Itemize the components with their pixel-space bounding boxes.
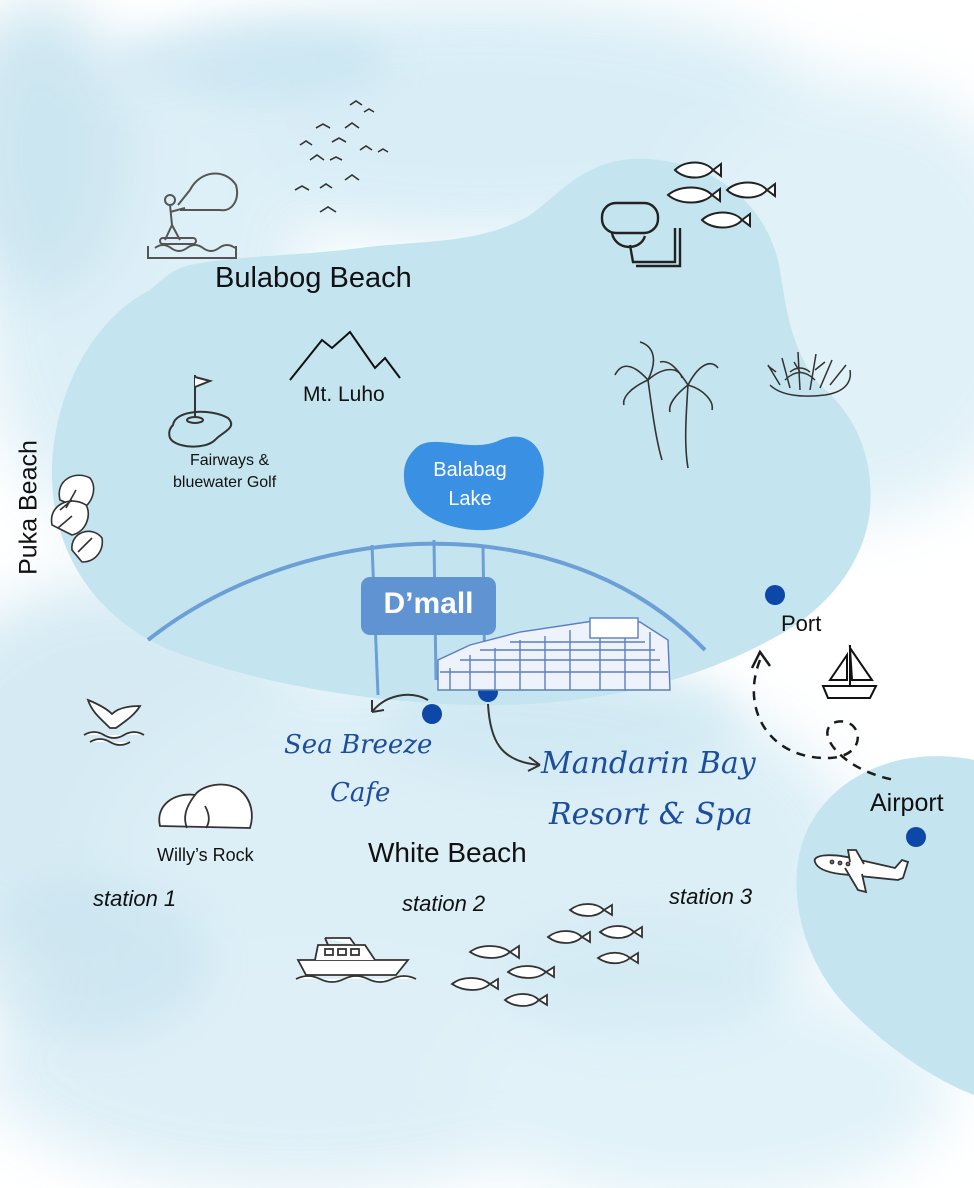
white-beach-label[interactable]: White Beach: [368, 837, 527, 868]
airport-landmass: [796, 756, 974, 1095]
whale-tail-icon: [83, 698, 145, 746]
curved-arrow-icon: [487, 703, 541, 772]
mt-luho-label[interactable]: Mt. Luho: [303, 383, 385, 406]
station-3-label[interactable]: station 3: [669, 884, 753, 909]
location-pin-icon[interactable]: [765, 585, 785, 605]
birds-icon: [294, 100, 389, 213]
balabag-lake-label-line2[interactable]: Lake: [448, 488, 492, 510]
golf-label-line1[interactable]: Fairways &: [190, 452, 270, 469]
kiteboarding-icon: [147, 172, 238, 259]
willys-rock-label[interactable]: Willy’s Rock: [157, 845, 254, 865]
palm-trees-icon: [614, 341, 719, 469]
balabag-lake: [403, 436, 544, 531]
curved-arrow-icon: [371, 693, 429, 713]
seashells-icon: [50, 474, 104, 563]
mountain-icon: [289, 330, 401, 381]
station-2-label[interactable]: station 2: [402, 891, 486, 916]
airplane-icon: [813, 849, 910, 894]
sea-breeze-cafe-label-line1[interactable]: Sea Breeze: [284, 730, 433, 760]
coral-icon: [767, 351, 852, 397]
fish-icon: [450, 903, 643, 1007]
location-pin-icon[interactable]: [422, 704, 442, 724]
dmall-label[interactable]: D’mall: [383, 587, 474, 620]
rock-icon: [158, 783, 253, 829]
sea-breeze-cafe-label-line2[interactable]: Cafe: [330, 778, 391, 808]
sailboat-icon: [821, 644, 878, 699]
golf-flag-icon: [168, 375, 233, 448]
fish-icon: [666, 161, 776, 229]
bulabog-beach-label[interactable]: Bulabog Beach: [215, 262, 412, 294]
ferry-route: [752, 659, 896, 782]
puka-beach-label[interactable]: Puka Beach: [14, 440, 43, 575]
balabag-lake-label-line1[interactable]: Balabag: [433, 459, 507, 481]
island-landmass: [51, 158, 871, 706]
port-label[interactable]: Port: [781, 611, 822, 636]
mandarin-bay-label-line2[interactable]: Resort & Spa: [549, 797, 753, 832]
airport-label[interactable]: Airport: [870, 789, 944, 817]
hotel-building-icon: [437, 617, 671, 691]
location-pin-icon[interactable]: [906, 827, 926, 847]
station-1-label[interactable]: station 1: [93, 886, 177, 911]
ferry-boat-icon: [295, 937, 417, 983]
snorkel-mask-icon: [600, 201, 682, 268]
golf-label-line2[interactable]: bluewater Golf: [173, 474, 277, 491]
dmall-badge: [361, 577, 496, 635]
ferry-route-arrowhead: [750, 649, 772, 669]
mandarin-bay-label-line1[interactable]: Mandarin Bay: [541, 746, 756, 781]
